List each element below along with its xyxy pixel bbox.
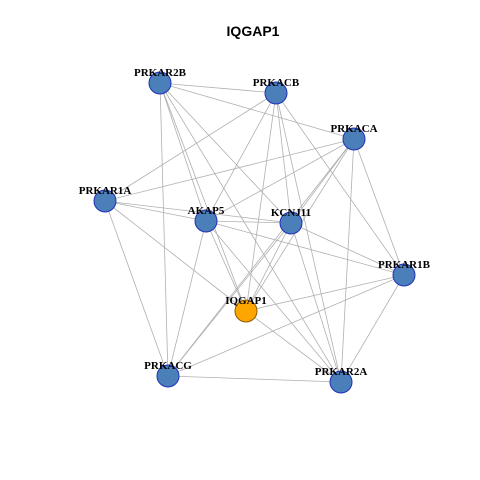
node-label: PRKACA xyxy=(330,123,377,135)
edge-prkar2b-iqgap1 xyxy=(159,82,247,312)
node-akap5[interactable]: AKAP5 xyxy=(188,205,225,233)
edge-prkar1a-prkacg xyxy=(104,200,169,377)
edge-prkar1a-iqgap1 xyxy=(104,200,247,312)
node-prkar1b[interactable]: PRKAR1B xyxy=(378,259,431,287)
edge-akap5-kcnj11 xyxy=(205,220,292,224)
edge-prkar2b-prkar2a xyxy=(159,82,342,383)
edge-prkar2b-prkaca xyxy=(159,82,355,140)
edge-prkar1a-kcnj11 xyxy=(104,200,292,224)
edge-prkacb-prkar2a xyxy=(275,92,342,383)
edge-prkaca-akap5 xyxy=(205,138,355,222)
edge-akap5-iqgap1 xyxy=(205,220,247,312)
node-label: PRKACG xyxy=(144,360,192,372)
edge-prkaca-prkar1b xyxy=(353,138,405,276)
node-label: PRKAR2B xyxy=(134,67,187,79)
node-label: PRKAR2A xyxy=(315,366,368,378)
node-label: IQGAP1 xyxy=(225,295,267,307)
edge-prkaca-prkacg xyxy=(167,138,355,377)
edge-prkaca-prkar2a xyxy=(340,138,355,383)
node-circle[interactable] xyxy=(93,189,117,213)
node-prkaca[interactable]: PRKACA xyxy=(330,123,378,151)
node-circle[interactable] xyxy=(148,71,172,95)
node-prkar1a[interactable]: PRKAR1A xyxy=(79,185,132,213)
node-prkar2a[interactable]: PRKAR2A xyxy=(315,366,368,394)
edge-prkacb-prkar1a xyxy=(104,92,277,202)
edge-prkar1b-iqgap1 xyxy=(245,274,405,312)
node-circle[interactable] xyxy=(342,127,366,151)
node-circle[interactable] xyxy=(329,370,353,394)
edge-prkar1b-prkar2a xyxy=(340,274,405,383)
node-circle[interactable] xyxy=(264,81,288,105)
edge-prkar2b-prkacg xyxy=(159,82,169,377)
edge-prkar2b-kcnj11 xyxy=(159,82,292,224)
edge-kcnj11-prkar1b xyxy=(290,222,405,276)
edge-kcnj11-prkar2a xyxy=(290,222,342,383)
edge-kcnj11-iqgap1 xyxy=(245,222,292,312)
node-kcnj11[interactable]: KCNJ11 xyxy=(271,207,311,235)
node-label: KCNJ11 xyxy=(271,207,311,219)
edge-prkar2b-prkacb xyxy=(159,82,277,94)
diagram-title: IQGAP1 xyxy=(227,23,280,39)
node-circle[interactable] xyxy=(392,263,416,287)
edge-prkar1a-akap5 xyxy=(104,200,207,222)
edge-prkaca-prkar1a xyxy=(104,138,355,202)
edge-prkacb-akap5 xyxy=(205,92,277,222)
edge-prkar1b-prkacg xyxy=(167,274,405,377)
edge-kcnj11-prkacg xyxy=(167,222,292,377)
node-circle[interactable] xyxy=(156,364,180,388)
node-prkacg[interactable]: PRKACG xyxy=(144,360,192,388)
node-prkacb[interactable]: PRKACB xyxy=(253,77,300,105)
node-circle[interactable] xyxy=(279,211,303,235)
node-iqgap1[interactable]: IQGAP1 xyxy=(225,295,267,323)
edge-prkacb-prkar1b xyxy=(275,92,405,276)
node-circle[interactable] xyxy=(194,209,218,233)
edge-akap5-prkar2a xyxy=(205,220,342,383)
edge-akap5-prkar1b xyxy=(205,220,405,276)
node-label: AKAP5 xyxy=(188,205,225,217)
node-prkar2b[interactable]: PRKAR2B xyxy=(134,67,187,95)
edge-prkacg-prkar2a xyxy=(167,375,342,383)
edge-akap5-prkacg xyxy=(167,220,207,377)
edge-iqgap1-prkar2a xyxy=(245,310,342,383)
node-label: PRKACB xyxy=(253,77,300,89)
node-label: PRKAR1A xyxy=(79,185,132,197)
node-circle[interactable] xyxy=(234,299,258,323)
node-label: PRKAR1B xyxy=(378,259,431,271)
nodes-layer: PRKAR2B PRKACB PRKACA PRKAR1A AKAP5 KCNJ11PRK… xyxy=(79,67,431,394)
edge-prkacb-kcnj11 xyxy=(275,92,292,224)
